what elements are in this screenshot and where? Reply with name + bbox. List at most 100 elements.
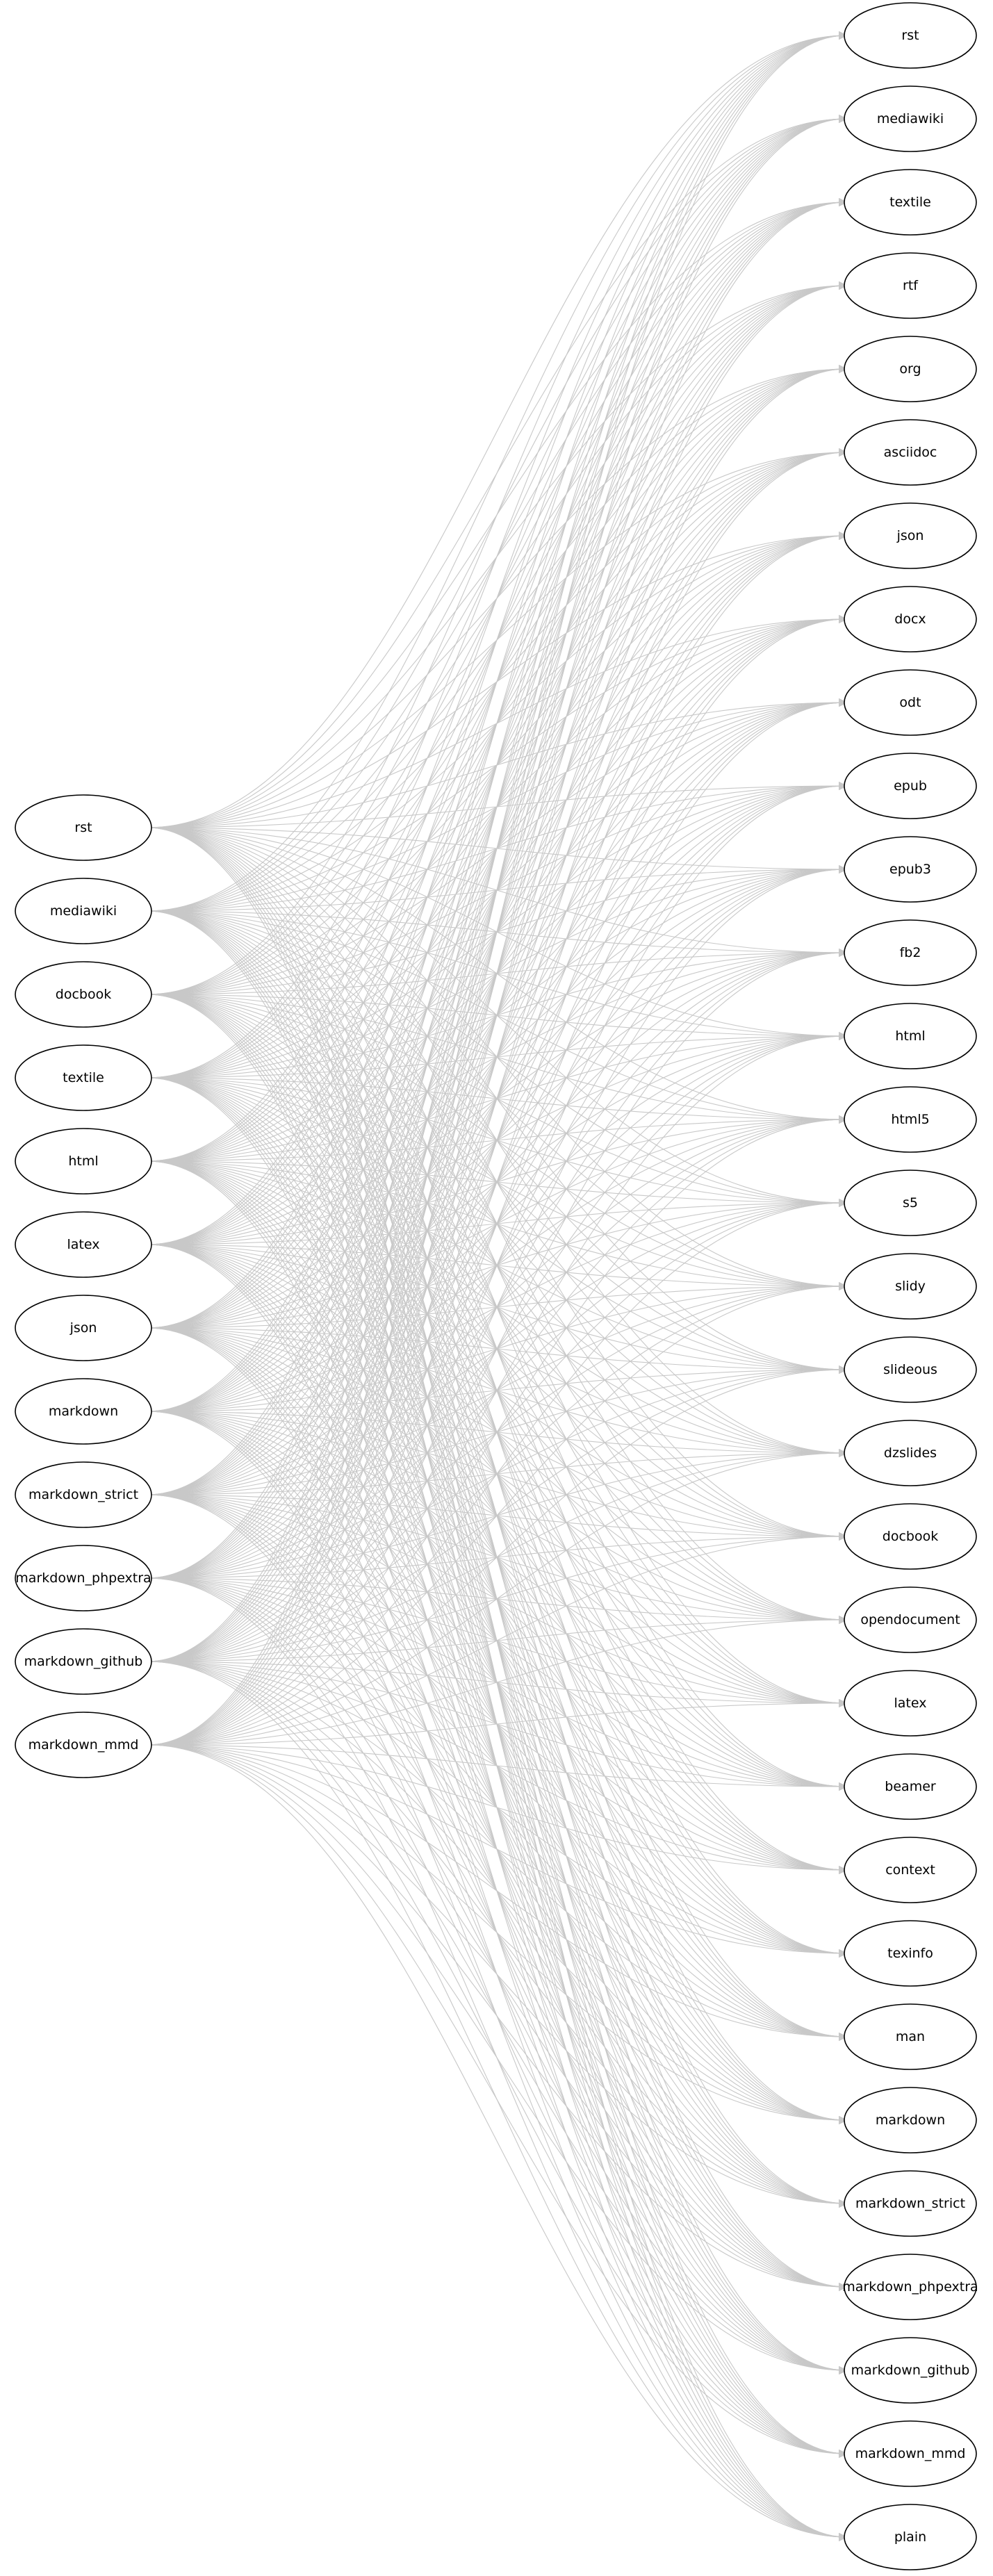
input-node-ellipse bbox=[15, 1378, 152, 1445]
input-node-label: markdown_mmd bbox=[28, 1737, 139, 1753]
output-node-fb2: fb2 bbox=[844, 919, 977, 986]
edge-markdown_mmd-to-rtf bbox=[147, 281, 848, 1746]
output-node-markdown_mmd: markdown_mmd bbox=[844, 2420, 977, 2487]
output-node-label: fb2 bbox=[900, 945, 921, 960]
output-node-ellipse bbox=[844, 2, 977, 69]
edge-markdown_mmd-to-markdown bbox=[147, 1744, 848, 2124]
edge-markdown_mmd-to-asciidoc bbox=[147, 448, 848, 1746]
output-node-latex: latex bbox=[844, 1670, 977, 1737]
output-node-ellipse bbox=[844, 1336, 977, 1403]
output-node-label: epub3 bbox=[889, 862, 931, 877]
output-node-ellipse bbox=[844, 2003, 977, 2070]
output-node-label: markdown bbox=[876, 2113, 945, 2128]
edge-markdown_mmd-to-s5 bbox=[147, 1199, 848, 1746]
edge-textile-to-rst bbox=[147, 31, 848, 1078]
output-node-ellipse bbox=[844, 1920, 977, 1987]
output-node-ellipse bbox=[844, 1753, 977, 1820]
input-node-ellipse bbox=[15, 1044, 152, 1111]
edge-rst-to-rst bbox=[147, 31, 848, 828]
input-node-ellipse bbox=[15, 878, 152, 944]
output-node-textile: textile bbox=[844, 169, 977, 236]
edge-markdown_mmd-to-texinfo bbox=[147, 1744, 848, 1958]
input-node-markdown_github: markdown_github bbox=[15, 1628, 152, 1695]
output-node-label: texinfo bbox=[887, 1946, 933, 1961]
edge-markdown_mmd-to-mediawiki bbox=[147, 115, 848, 1746]
output-node-label: plain bbox=[894, 2529, 926, 2545]
output-node-ellipse bbox=[844, 169, 977, 236]
edge-markdown_mmd-to-odt bbox=[147, 698, 848, 1746]
edge-markdown_mmd-to-dzslides bbox=[147, 1449, 848, 1746]
output-node-label: docbook bbox=[883, 1529, 938, 1544]
output-node-label: slidy bbox=[895, 1279, 926, 1294]
input-node-ellipse bbox=[15, 961, 152, 1028]
edge-markdown_mmd-to-markdown_mmd bbox=[147, 1744, 848, 2458]
edge-markdown_mmd-to-context bbox=[147, 1744, 848, 1874]
output-node-slideous: slideous bbox=[844, 1336, 977, 1403]
edge-markdown_mmd-to-rst bbox=[147, 31, 848, 1746]
output-node-label: json bbox=[896, 528, 924, 543]
output-node-label: mediawiki bbox=[877, 111, 944, 126]
edge-markdown_mmd-to-slidy bbox=[147, 1282, 848, 1746]
input-node-label: json bbox=[69, 1320, 97, 1336]
output-node-ellipse bbox=[844, 1003, 977, 1069]
output-node-label: man bbox=[896, 2029, 925, 2044]
output-node-ellipse bbox=[844, 2170, 977, 2237]
edge-markdown_mmd-to-beamer bbox=[147, 1744, 848, 1791]
output-node-beamer: beamer bbox=[844, 1753, 977, 1820]
output-node-label: s5 bbox=[903, 1195, 918, 1211]
edge-markdown_mmd-to-opendocument bbox=[147, 1616, 848, 1746]
output-node-html: html bbox=[844, 1003, 977, 1069]
output-node-ellipse bbox=[844, 252, 977, 319]
output-node-json: json bbox=[844, 502, 977, 569]
output-node-label: textile bbox=[889, 195, 931, 210]
output-node-label: odt bbox=[899, 695, 921, 710]
input-node-latex: latex bbox=[15, 1211, 152, 1278]
edge-markdown_mmd-to-plain bbox=[147, 1744, 848, 2541]
input-node-markdown_strict: markdown_strict bbox=[15, 1461, 152, 1528]
edge-markdown_mmd-to-html5 bbox=[147, 1115, 848, 1746]
output-node-markdown_github: markdown_github bbox=[844, 2337, 977, 2404]
output-node-label: slideous bbox=[883, 1362, 937, 1377]
edge-markdown_mmd-to-org bbox=[147, 365, 848, 1746]
input-node-json: json bbox=[15, 1295, 152, 1361]
input-node-label: docbook bbox=[56, 987, 111, 1002]
output-node-ellipse bbox=[844, 753, 977, 819]
edge-markdown_phpextra-to-rst bbox=[147, 31, 848, 1579]
input-node-ellipse bbox=[15, 794, 152, 861]
output-node-rst: rst bbox=[844, 2, 977, 69]
input-format-nodes: rstmediawikidocbooktextilehtmllatexjsonm… bbox=[15, 794, 152, 1778]
input-node-ellipse bbox=[15, 1211, 152, 1278]
output-node-label: docx bbox=[894, 612, 926, 627]
edge-markdown_mmd-to-markdown_phpextra bbox=[147, 1744, 848, 2291]
input-node-label: html bbox=[68, 1154, 98, 1169]
input-node-label: markdown_phpextra bbox=[15, 1570, 151, 1586]
output-node-ellipse bbox=[844, 1586, 977, 1653]
edge-markdown_mmd-to-docx bbox=[147, 615, 848, 1746]
edge-markdown-to-rst bbox=[147, 31, 848, 1412]
edge-html-to-rst bbox=[147, 31, 848, 1162]
output-node-org: org bbox=[844, 336, 977, 402]
output-node-label: html bbox=[895, 1028, 925, 1044]
input-node-ellipse bbox=[15, 1461, 152, 1528]
edge-markdown_strict-to-rst bbox=[147, 31, 848, 1495]
output-node-ellipse bbox=[844, 1253, 977, 1320]
input-node-docbook: docbook bbox=[15, 961, 152, 1028]
output-node-docbook: docbook bbox=[844, 1503, 977, 1570]
output-node-label: latex bbox=[894, 1696, 927, 1711]
output-node-ellipse bbox=[844, 2504, 977, 2570]
input-node-ellipse bbox=[15, 1712, 152, 1778]
output-node-label: markdown_strict bbox=[855, 2196, 965, 2211]
edge-markdown_mmd-to-markdown_github bbox=[147, 1744, 848, 2374]
edge-markdown_mmd-to-fb2 bbox=[147, 949, 848, 1746]
output-node-markdown_phpextra: markdown_phpextra bbox=[842, 2254, 978, 2320]
edge-latex-to-rst bbox=[147, 31, 848, 1245]
output-node-asciidoc: asciidoc bbox=[844, 419, 977, 486]
output-node-rtf: rtf bbox=[844, 252, 977, 319]
output-node-ellipse bbox=[844, 1420, 977, 1486]
output-node-label: markdown_github bbox=[851, 2363, 970, 2378]
output-node-label: html5 bbox=[891, 1112, 929, 1127]
input-node-label: rst bbox=[74, 820, 92, 835]
output-node-label: org bbox=[899, 361, 921, 377]
output-node-ellipse bbox=[844, 1086, 977, 1153]
output-node-mediawiki: mediawiki bbox=[844, 85, 977, 152]
